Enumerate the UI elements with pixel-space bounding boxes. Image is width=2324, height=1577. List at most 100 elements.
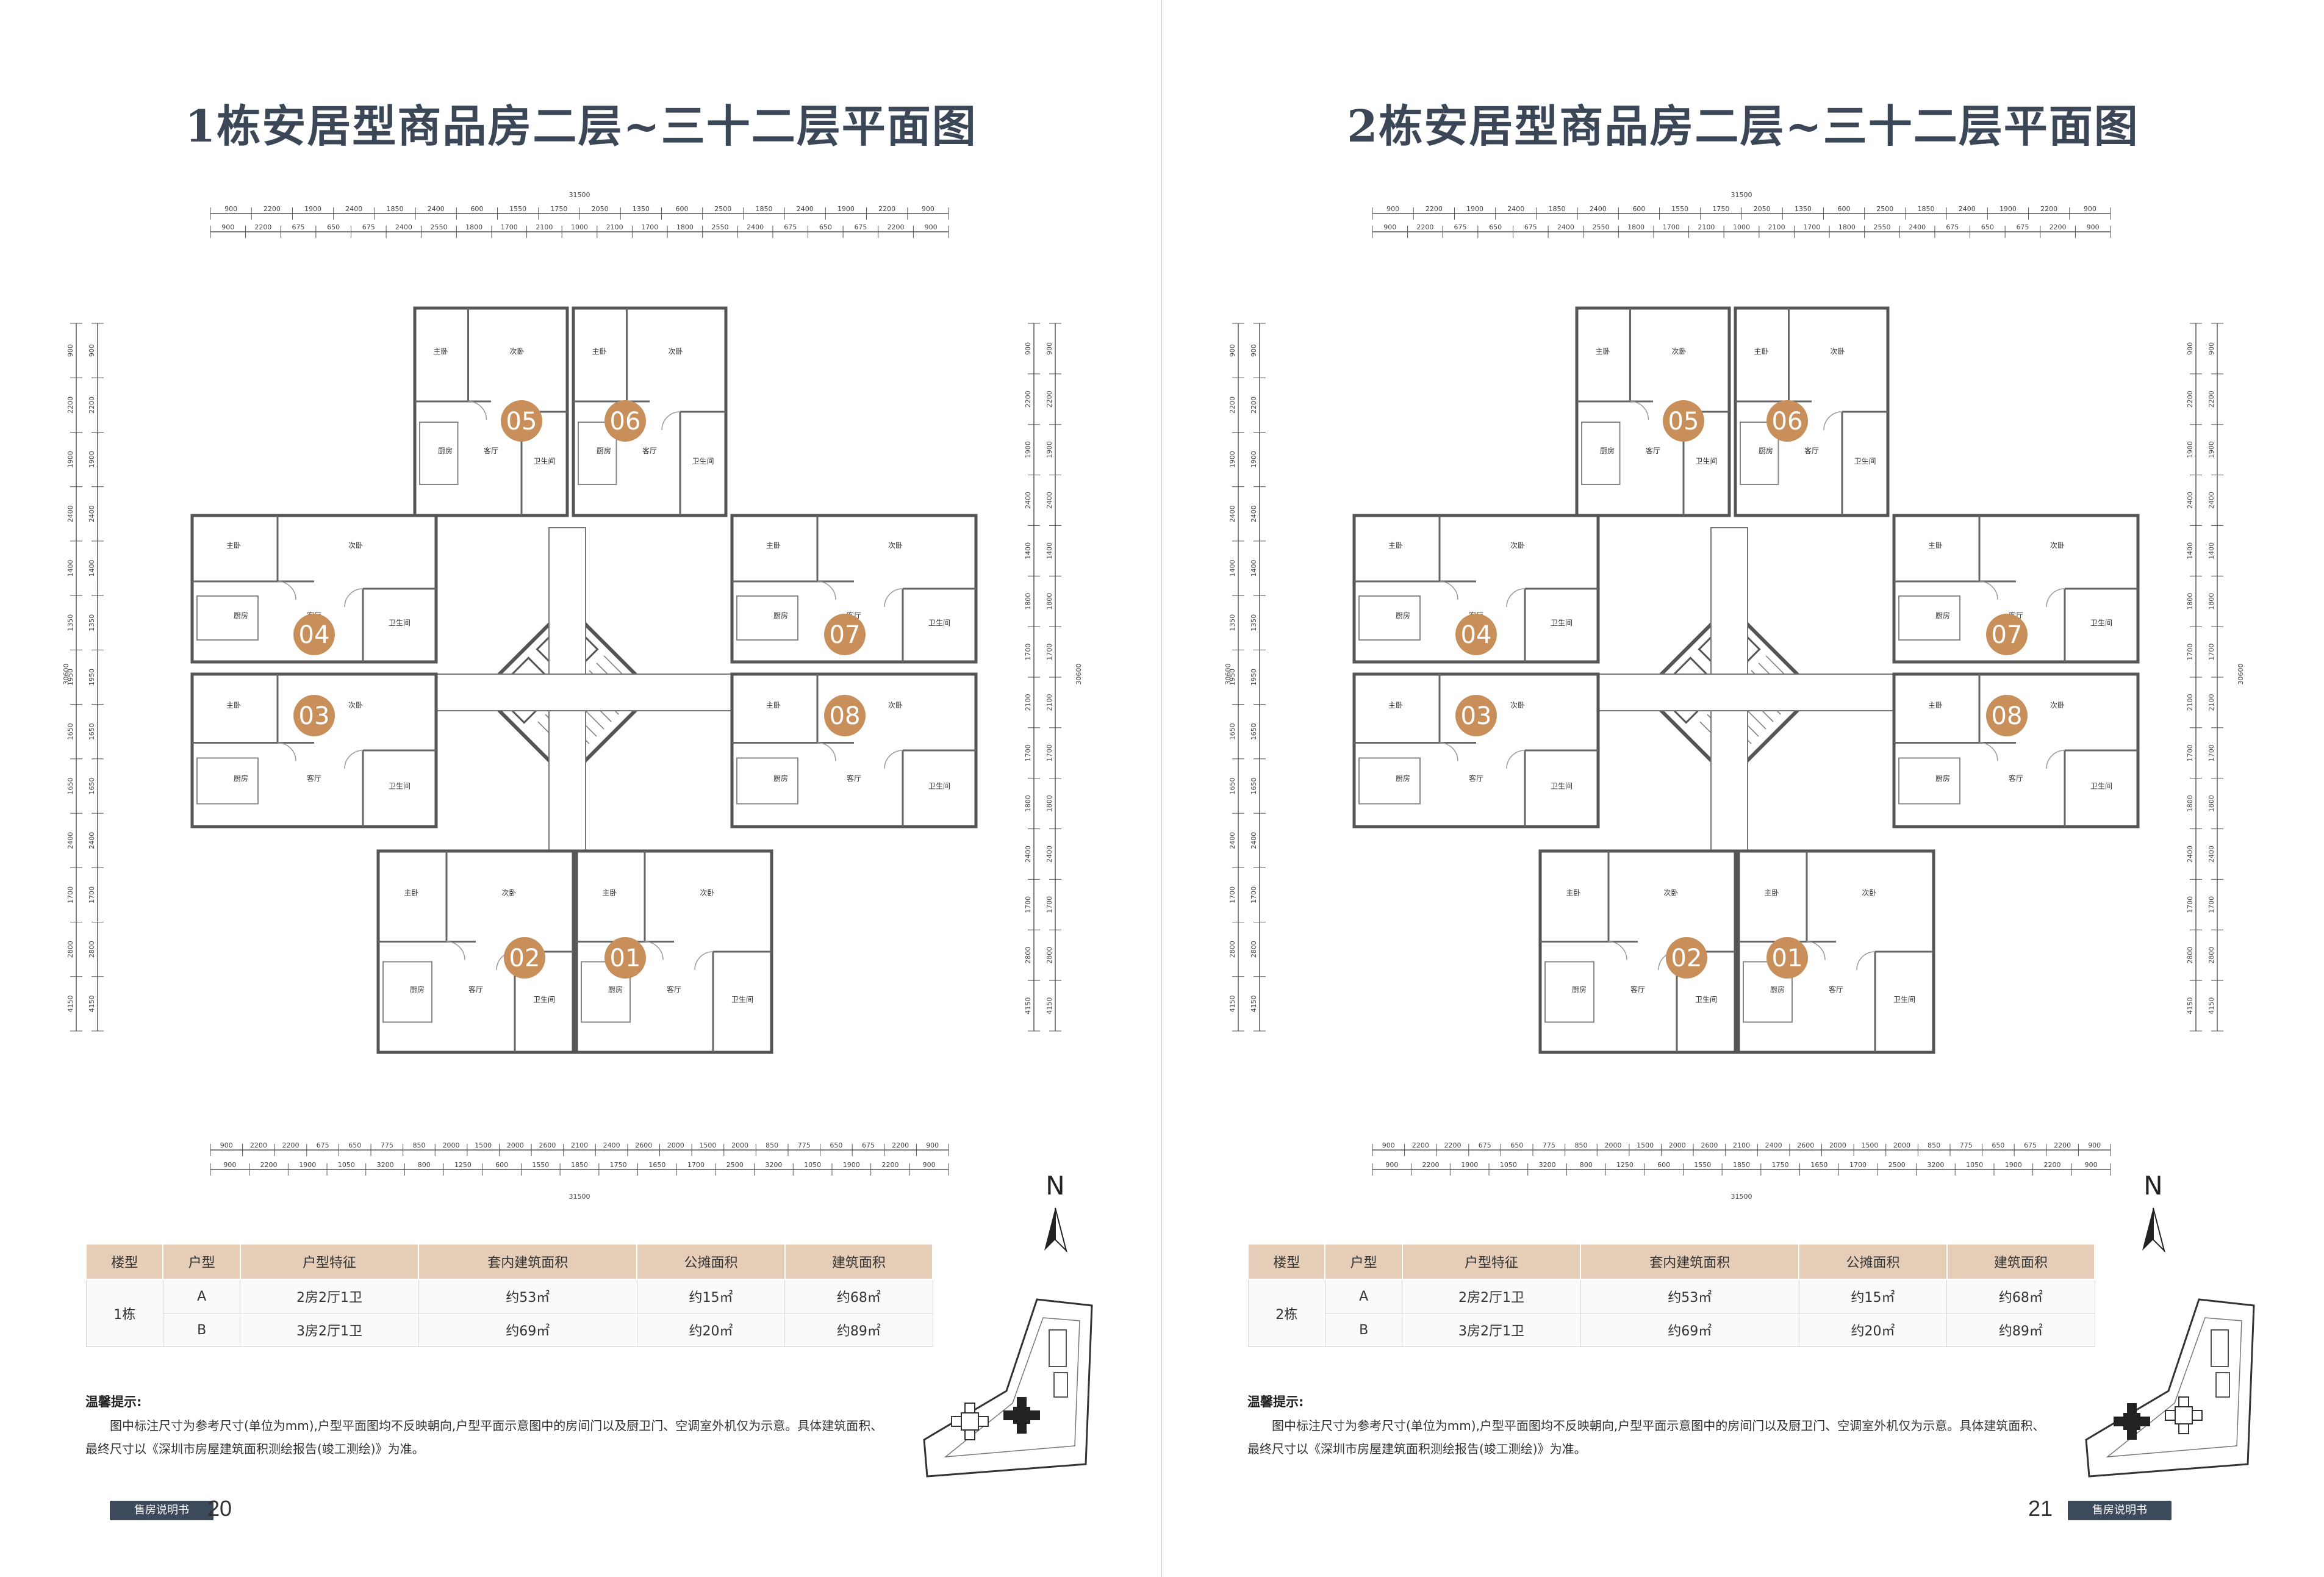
dimension-label: 1650	[88, 777, 96, 794]
dimension-label: 900	[2085, 1161, 2098, 1169]
dimension-chain-left-outer: 9002200190024001400135019501650165024001…	[66, 323, 82, 1032]
corridor-horizontal	[402, 674, 733, 711]
dimension-label: 2400	[1045, 492, 1053, 509]
room-label: 卫生间	[533, 996, 555, 1004]
dimension-label: 2400	[1228, 832, 1236, 849]
dimension-label: 2400	[2207, 846, 2215, 863]
inner-area-cell: 约53㎡	[1580, 1279, 1799, 1313]
dimension-label: 2100	[1045, 694, 1053, 711]
dimension-label: 1700	[2186, 896, 2194, 913]
dimension-label: 650	[1510, 1141, 1523, 1149]
dimension-label: 2400	[1228, 505, 1236, 522]
shared-area-cell: 约15㎡	[636, 1279, 786, 1313]
notice-title: 温馨提示:	[1247, 1395, 1304, 1409]
dimension-label: 600	[470, 205, 483, 213]
unit-number-badge: 04	[293, 614, 335, 655]
dimension-label: 1700	[2207, 896, 2215, 913]
dimension-label: 4150	[1045, 997, 1053, 1015]
page-number: 21	[2028, 1496, 2053, 1521]
room-label: 厨房	[608, 985, 623, 994]
col-total-area: 建筑面积	[784, 1243, 934, 1280]
dimension-label: 1650	[66, 723, 74, 740]
table-row: B 3房2厅1卫 约69㎡ 约20㎡ 约89㎡	[86, 1313, 933, 1347]
dimension-label: 1700	[1250, 886, 1258, 903]
room-label: 客厅	[847, 774, 861, 783]
dimension-chain-right-inner: 9002200190024001400180017002100170018002…	[1024, 323, 1040, 1032]
dimension-label: 1400	[66, 560, 74, 577]
total-area-cell: 约68㎡	[784, 1279, 933, 1313]
dimension-label: 1400	[2186, 542, 2194, 559]
room-label: 主卧	[1754, 347, 1768, 356]
overall-dimension-label: 30600	[1224, 664, 1232, 685]
dimension-label: 1850	[1733, 1161, 1750, 1169]
dimension-label: 2800	[2186, 947, 2194, 964]
dimension-label: 1650	[648, 1161, 665, 1169]
room-label: 厨房	[1396, 774, 1410, 783]
unit-number: 04	[1461, 621, 1492, 649]
dimension-label: 1900	[1466, 205, 1483, 213]
dimension-label: 1900	[2005, 1161, 2022, 1169]
room-label: 次卧	[700, 889, 714, 897]
dimension-label: 1700	[1045, 896, 1053, 913]
room-label: 次卧	[2050, 541, 2065, 550]
dimension-label: 1400	[2207, 542, 2215, 559]
dimension-label: 3200	[377, 1161, 394, 1169]
dimension-label: 2100	[2207, 694, 2215, 711]
unit-number: 05	[506, 408, 537, 436]
col-shared-area: 公摊面积	[1798, 1243, 1948, 1280]
col-features: 户型特征	[1401, 1243, 1582, 1280]
unit-spec-table: 楼型 户型 户型特征 套内建筑面积 公摊面积 建筑面积 2栋 A 2房2厅1卫 …	[1247, 1243, 2096, 1347]
dimension-label: 1000	[571, 223, 588, 231]
dimension-label: 900	[1386, 205, 1399, 213]
dimension-label: 2600	[539, 1141, 556, 1149]
unit-number: 07	[1992, 621, 2023, 649]
dimension-label: 1900	[1461, 1161, 1478, 1169]
unit-block-08: 主卧次卧客厅厨房卫生间	[730, 672, 978, 828]
dimension-label: 600	[1838, 205, 1851, 213]
dimension-label: 2800	[1024, 947, 1032, 964]
room-label: 厨房	[1935, 611, 1950, 620]
unit-number-badge: 06	[1766, 400, 1808, 442]
unit-block-07: 主卧次卧客厅厨房卫生间	[730, 514, 978, 664]
dimension-label: 2200	[1228, 397, 1236, 414]
total-area-cell: 约89㎡	[784, 1313, 933, 1347]
dimension-label: 2200	[2050, 223, 2067, 231]
dimension-label: 1900	[1228, 451, 1236, 468]
dimension-label: 2400	[1024, 846, 1032, 863]
inner-area-cell: 约69㎡	[418, 1313, 637, 1347]
dimension-label: 1350	[1795, 205, 1812, 213]
dimension-label: 1800	[1838, 223, 1856, 231]
dimension-label: 1800	[2207, 593, 2215, 610]
room-label: 主卧	[226, 701, 241, 709]
dimension-label: 2400	[428, 205, 445, 213]
shared-area-cell: 约15㎡	[1798, 1279, 1948, 1313]
dimension-label: 1650	[1250, 723, 1258, 740]
dimension-label: 1500	[1637, 1141, 1654, 1149]
room-label: 主卧	[226, 541, 241, 550]
dimension-label: 4150	[1024, 997, 1032, 1015]
dimension-label: 1900	[88, 451, 96, 468]
dimension-label: 2000	[667, 1141, 684, 1149]
room-label: 次卧	[1510, 541, 1525, 550]
dimension-label: 4150	[1250, 995, 1258, 1012]
room-label: 卫生间	[1551, 782, 1573, 791]
dimension-label: 900	[66, 344, 74, 357]
dimension-label: 1750	[550, 205, 567, 213]
dimension-label: 1900	[304, 205, 321, 213]
unit-number: 06	[1772, 408, 1803, 436]
dimension-label: 900	[1383, 223, 1396, 231]
room-label: 厨房	[1600, 446, 1615, 455]
room-label: 主卧	[766, 701, 781, 709]
unit-number: 05	[1668, 408, 1699, 436]
overall-dimension-label: 30600	[62, 664, 70, 685]
dimension-chain-right-outer: 9002200190024001400180017002100170018002…	[2207, 323, 2223, 1032]
dimension-label: 1800	[465, 223, 482, 231]
dimension-label: 1650	[1810, 1161, 1827, 1169]
overall-dimension-label: 30600	[1075, 664, 1083, 685]
room-label: 主卧	[404, 889, 418, 897]
notice-body: 图中标注尺寸为参考尺寸(单位为mm),户型平面图均不反映朝向,户型平面示意图中的…	[85, 1418, 883, 1456]
room-label: 客厅	[1804, 446, 1819, 455]
dimension-label: 2100	[1024, 694, 1032, 711]
